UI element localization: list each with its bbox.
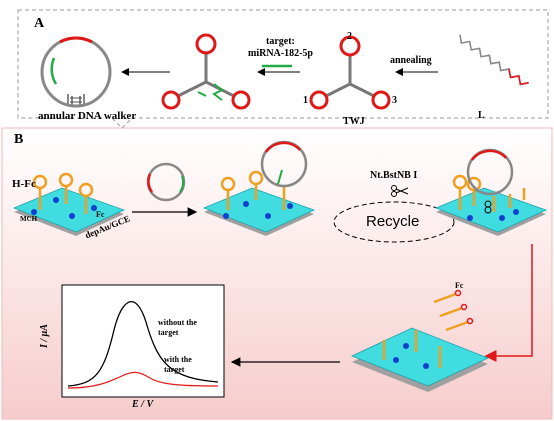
panel-a-letter: A bbox=[34, 16, 45, 31]
plot-frame bbox=[61, 284, 225, 398]
walker-b1 bbox=[146, 162, 186, 202]
mch-label: MCH bbox=[20, 215, 38, 223]
curve-without-target bbox=[67, 301, 219, 387]
twj-arm-1: 1 bbox=[303, 95, 308, 106]
y-axis-label: I / μA bbox=[39, 324, 50, 348]
legend-with-target: with the target bbox=[164, 355, 192, 374]
twj-structure bbox=[309, 35, 391, 110]
twj-arm-2: 2 bbox=[347, 31, 352, 42]
arrow-down-red bbox=[484, 244, 533, 362]
electrode-4 bbox=[350, 327, 490, 392]
recycle-label: Recycle bbox=[366, 213, 420, 230]
electrode-1 bbox=[12, 172, 126, 236]
hfc-label: H-Fc bbox=[12, 178, 36, 190]
electrode-3 bbox=[434, 148, 548, 236]
scissors-icon bbox=[391, 185, 409, 197]
twj-target-complex bbox=[161, 33, 251, 110]
strand-l-label: L bbox=[478, 110, 485, 121]
released-fc-label: Fc bbox=[455, 281, 464, 290]
mirna-label: miRNA-182-5p bbox=[248, 48, 313, 59]
twj-arm-3: 3 bbox=[392, 95, 397, 106]
x-axis-label: E / V bbox=[132, 399, 154, 410]
annealing-label: annealing bbox=[390, 55, 432, 66]
electrode-2 bbox=[202, 140, 316, 236]
legend-without-target-1: without the target bbox=[158, 318, 197, 337]
released-fc bbox=[433, 289, 474, 332]
panel-b-letter: B bbox=[14, 132, 24, 147]
recycle-ellipse bbox=[333, 201, 455, 243]
linear-strand-l-red bbox=[508, 68, 529, 86]
fc-label: Fc bbox=[96, 210, 105, 219]
twj-label: TWJ bbox=[343, 116, 365, 127]
annular-walker-a bbox=[40, 36, 112, 108]
enzyme-label: Nt.BstNB I bbox=[370, 170, 418, 181]
annular-walker-label: annular DNA walker bbox=[38, 110, 137, 122]
curve-with-target bbox=[67, 371, 219, 389]
target-label: target: bbox=[266, 36, 295, 47]
panel-a-box bbox=[17, 9, 549, 129]
